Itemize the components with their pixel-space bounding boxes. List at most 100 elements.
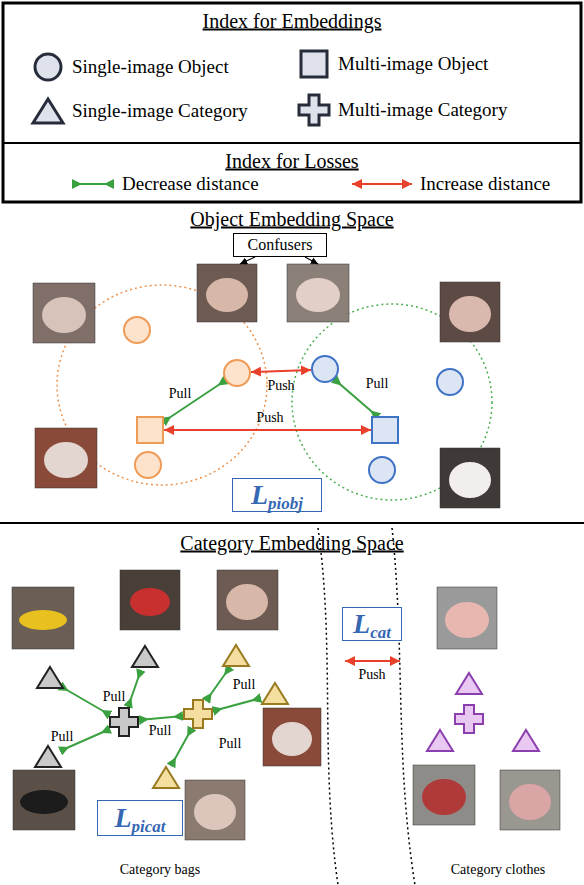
single-image-category — [132, 646, 158, 667]
photo-object — [449, 296, 491, 332]
photo-object — [226, 584, 268, 620]
photo-object — [42, 297, 86, 333]
photo — [440, 282, 500, 342]
pull-label: Pull — [149, 723, 172, 739]
category-boundary — [318, 528, 338, 885]
pull-label: Pull — [366, 376, 389, 392]
push-label: Push — [358, 667, 385, 683]
legend-text: Single-image Object — [72, 56, 229, 78]
push-line — [345, 660, 400, 662]
pull-label: Pull — [51, 729, 74, 745]
single-image-object — [369, 457, 395, 483]
photo-object — [206, 278, 248, 312]
legend-triangle — [33, 99, 63, 123]
multi-image-object — [372, 417, 398, 443]
pull-line — [139, 716, 183, 720]
legend-item: Increase distance — [350, 167, 550, 201]
node-text: piobj — [268, 494, 303, 513]
photo — [197, 264, 257, 322]
photo-object — [130, 588, 170, 616]
photo — [185, 780, 245, 840]
section-heading: Index for Losses — [225, 150, 358, 173]
node-text: Confusers — [248, 236, 313, 253]
legend-item: Decrease distance — [70, 167, 259, 201]
photo — [33, 283, 95, 343]
legend-swatch — [296, 93, 332, 127]
pull-line — [213, 698, 261, 711]
photo-object — [509, 784, 551, 820]
single-image-object — [312, 356, 338, 382]
section-heading: Index for Embeddings — [203, 10, 382, 33]
photo — [440, 448, 500, 508]
photo — [217, 570, 278, 630]
legend-item: Multi-image Object — [296, 47, 488, 81]
single-image-category — [456, 673, 482, 694]
index-frame — [3, 3, 581, 202]
category-caption: Category clothes — [451, 862, 545, 878]
single-image-object — [224, 360, 250, 386]
push-label: Push — [256, 410, 283, 426]
legend-swatch — [350, 167, 414, 201]
legend-swatch — [296, 47, 332, 81]
photo — [13, 770, 75, 830]
node-text: cat — [370, 623, 391, 642]
pull-line — [206, 667, 230, 701]
legend-push-line — [352, 183, 412, 185]
single-image-category — [427, 730, 453, 751]
photo — [120, 570, 180, 630]
legend-swatch — [70, 167, 116, 201]
legend-cross — [299, 95, 329, 125]
pull-line — [163, 380, 226, 422]
pull-line — [60, 686, 110, 715]
loss-box: Lpiobj — [232, 478, 322, 512]
pull-label: Pull — [169, 386, 192, 402]
legend-swatch — [30, 94, 66, 128]
single-image-category — [223, 645, 249, 666]
node-text: L — [353, 608, 370, 639]
divider-line — [3, 142, 581, 144]
legend-square — [301, 51, 327, 77]
pull-label: Pull — [233, 677, 256, 693]
photo-object — [272, 722, 312, 756]
pointer-arrow — [305, 257, 318, 264]
single-image-category — [153, 767, 179, 788]
confuser-callout: Confusers — [233, 233, 327, 257]
photo-object — [449, 462, 491, 498]
photo — [437, 587, 497, 649]
category-caption: Category bags — [120, 862, 200, 878]
single-image-category — [513, 730, 539, 751]
legend-item: Multi-image Category — [296, 93, 507, 127]
pull-line — [171, 728, 192, 766]
node-text: picat — [132, 817, 166, 836]
category-boundary — [392, 528, 415, 885]
divider-line — [0, 522, 584, 524]
node-text: L — [114, 802, 131, 833]
section-heading: Category Embedding Space — [180, 532, 403, 555]
section-heading: Object Embedding Space — [190, 208, 393, 231]
photo-object — [194, 794, 236, 830]
photo — [287, 264, 349, 322]
photo-object — [296, 278, 340, 312]
single-image-object — [437, 369, 463, 395]
photo-object — [422, 779, 466, 815]
legend-pull-line — [72, 183, 114, 185]
multi-image-category — [110, 708, 138, 736]
node-text: L — [251, 479, 268, 510]
single-image-category — [35, 746, 61, 767]
photo — [413, 765, 475, 825]
legend-text: Decrease distance — [122, 173, 259, 195]
photo — [35, 428, 97, 488]
push-line — [164, 429, 371, 431]
legend-item: Single-image Category — [30, 94, 248, 128]
legend-item: Single-image Object — [30, 50, 229, 84]
legend-text: Multi-image Object — [338, 53, 488, 75]
photo-object — [20, 790, 68, 814]
pull-label: Pull — [219, 736, 242, 752]
pull-line — [128, 670, 141, 707]
legend-text: Single-image Category — [72, 100, 248, 122]
single-image-object — [135, 452, 161, 478]
single-image-category — [262, 683, 288, 704]
legend-swatch — [30, 50, 66, 84]
legend-text: Multi-image Category — [338, 99, 507, 121]
